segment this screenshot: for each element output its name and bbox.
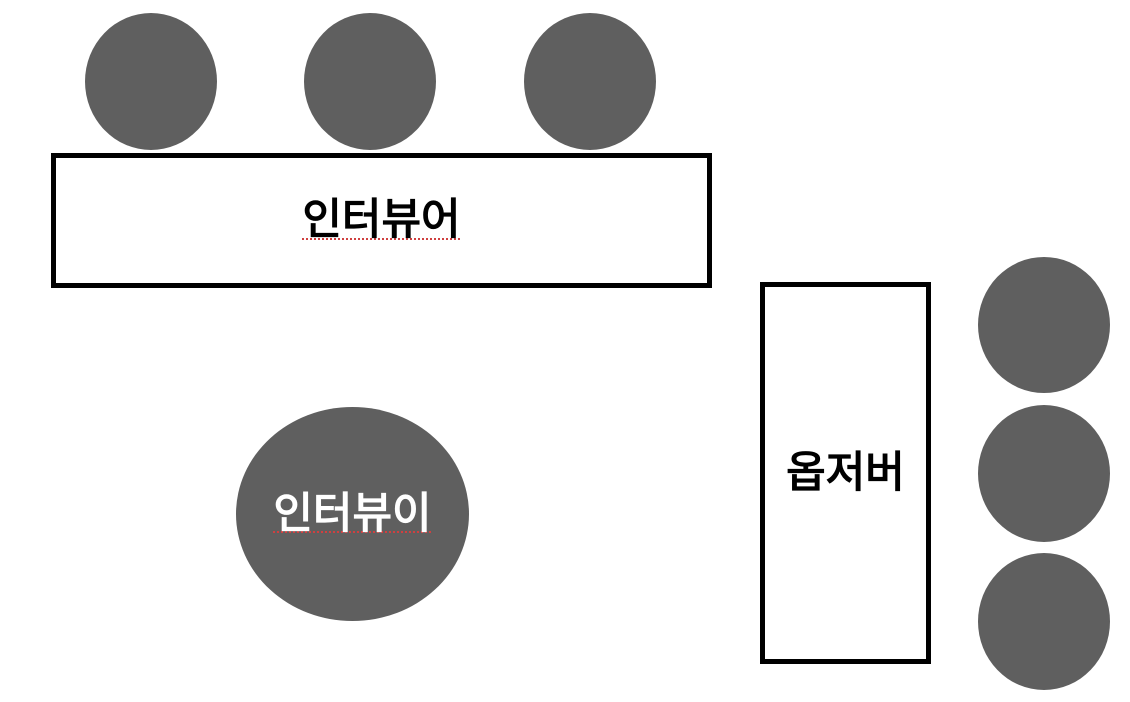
observer-seat-2 bbox=[978, 405, 1110, 542]
observer-seat-1 bbox=[978, 257, 1110, 393]
observer-table-label: 옵저버 bbox=[786, 447, 905, 498]
interviewer-seat-3 bbox=[524, 13, 656, 150]
interviewer-table: 인터뷰어 bbox=[51, 153, 712, 288]
interviewee-seat: 인터뷰이 bbox=[236, 407, 469, 621]
interviewer-seat-1 bbox=[85, 13, 217, 150]
interviewer-seat-2 bbox=[304, 13, 436, 150]
interviewee-seat-label: 인터뷰이 bbox=[273, 488, 432, 539]
observer-seat-3 bbox=[978, 553, 1110, 690]
interviewer-table-label: 인터뷰어 bbox=[302, 195, 461, 245]
observer-table: 옵저버 bbox=[760, 282, 931, 664]
